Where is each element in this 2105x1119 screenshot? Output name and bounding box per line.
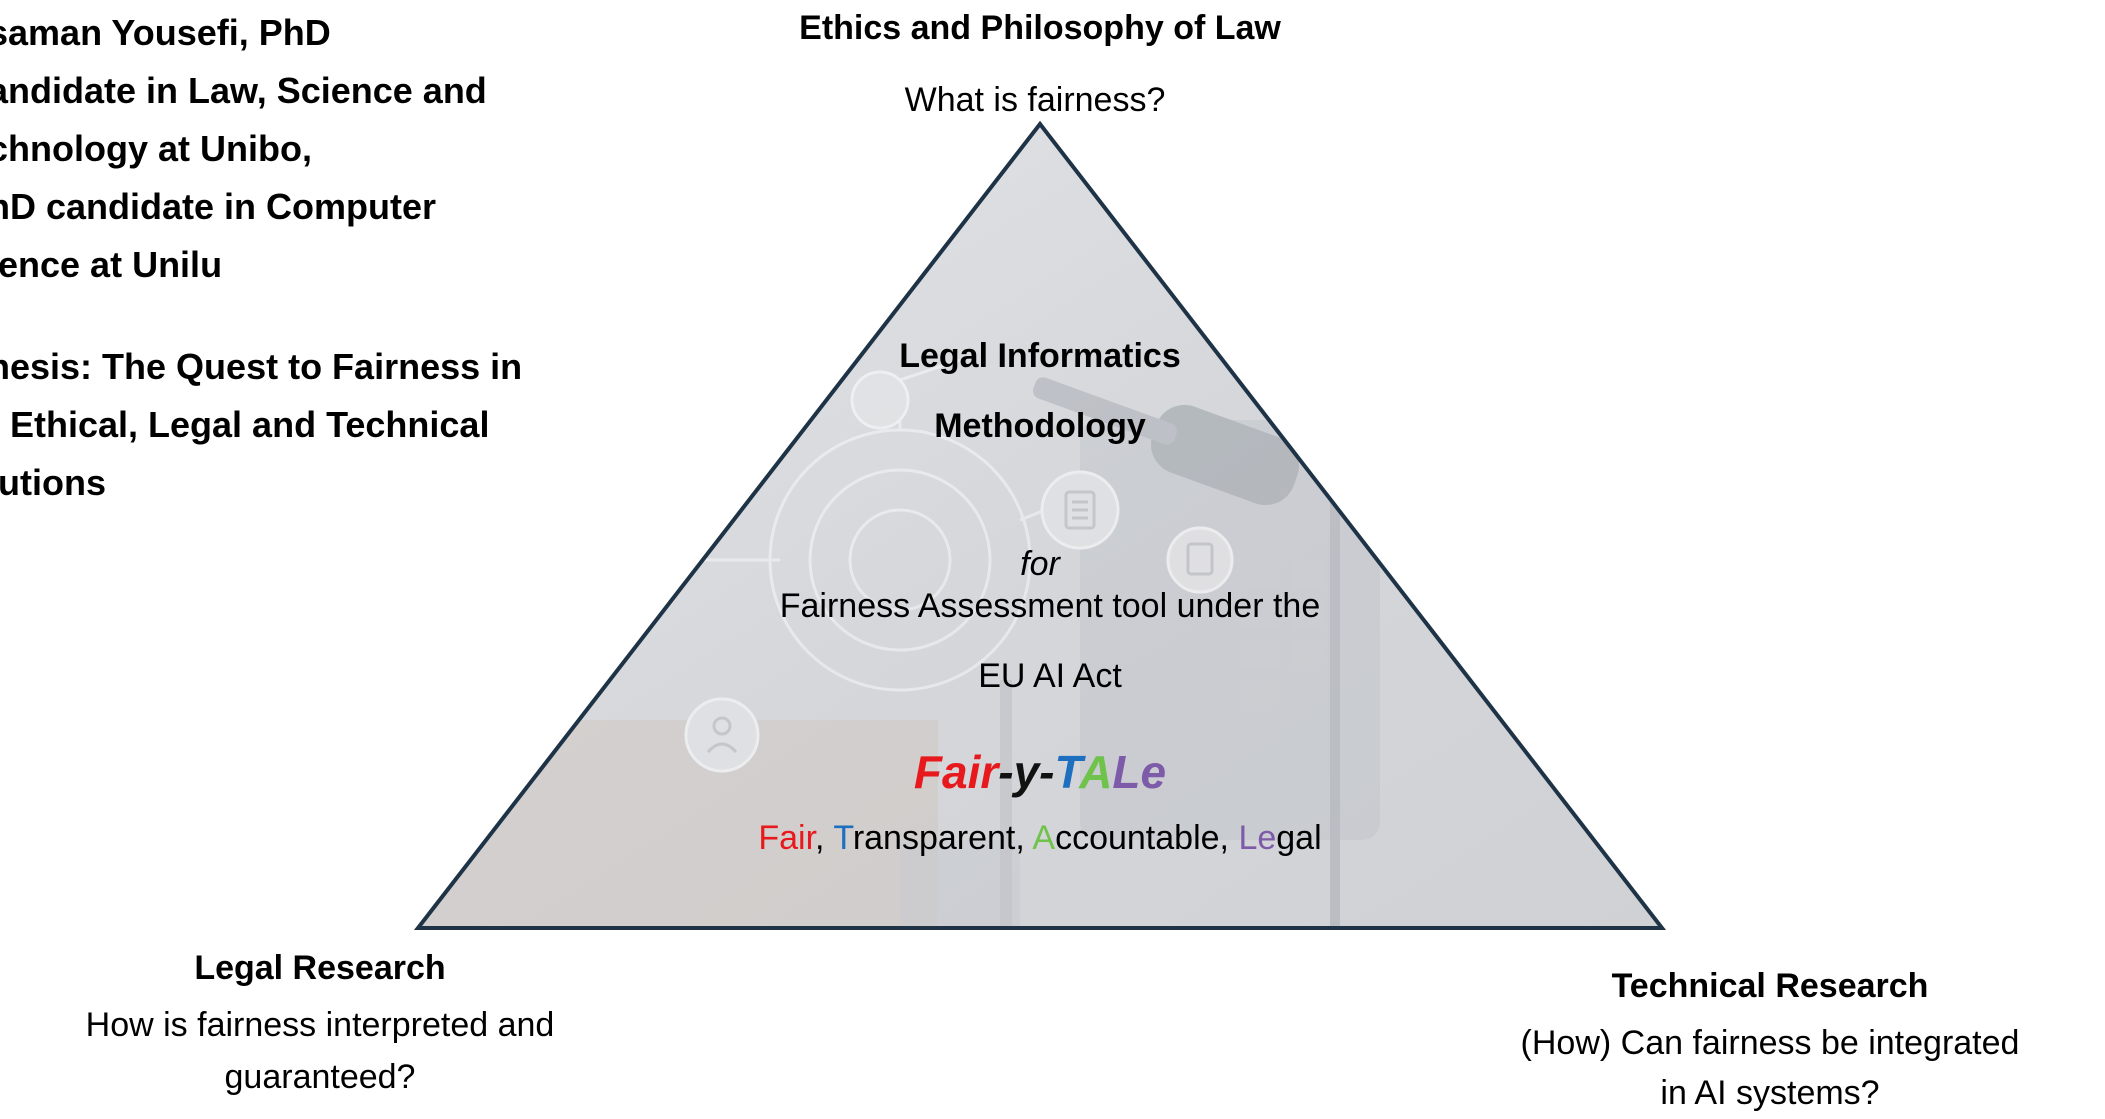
expansion-transparent: ransparent, <box>852 819 1033 857</box>
for-label: for <box>1020 545 1060 583</box>
expansion-a: A <box>1032 819 1056 857</box>
acronym-expansion: Fair, Transparent, Accountable, Legal <box>660 814 1420 862</box>
top-vertex-title: Ethics and Philosophy of Law <box>799 9 1281 47</box>
tool-line2: EU AI Act <box>978 657 1122 695</box>
right-vertex-question-line1: (How) Can fairness be integrated <box>1520 1024 2020 1062</box>
acronym-le: Le <box>1112 746 1167 798</box>
thesis-line: hesis: The Quest to Fairness in <box>0 346 523 387</box>
background-tech-imagery <box>418 358 1380 928</box>
expansion-comma: , <box>815 819 834 857</box>
left-vertex-question-line1: How is fairness interpreted and <box>85 1006 555 1044</box>
right-vertex-title: Technical Research <box>1611 967 1929 1005</box>
expansion-gal: gal <box>1276 819 1322 857</box>
author-line: hD candidate in Computer <box>0 186 437 227</box>
acronym-t: T <box>1054 746 1080 798</box>
author-line: saman Yousefi, PhD <box>0 12 331 53</box>
acronym-y: -y- <box>998 746 1055 798</box>
methodology-line1: Legal Informatics <box>899 337 1181 375</box>
author-block: saman Yousefi, PhD andidate in Law, Scie… <box>0 4 522 512</box>
triangle-outline <box>413 120 1667 930</box>
acronym-a: A <box>1079 746 1113 798</box>
expansion-accountable: ccountable, <box>1055 819 1239 857</box>
top-vertex-question: What is fairness? <box>904 81 1166 119</box>
author-line: ience at Unilu <box>0 244 223 285</box>
acronym-fair: Fair <box>913 746 999 798</box>
right-vertex-question-line2: in AI systems? <box>1660 1074 1880 1112</box>
author-line: andidate in Law, Science and <box>0 70 487 111</box>
thesis-line: : Ethical, Legal and Technical <box>0 404 490 445</box>
expansion-fair: Fair <box>758 819 816 857</box>
left-vertex-question-line2: guaranteed? <box>224 1058 416 1096</box>
expansion-t: T <box>833 819 853 857</box>
fair-y-tale-acronym: Fair-y-TALe <box>790 742 1290 802</box>
author-line: chnology at Unibo, <box>0 128 312 169</box>
left-vertex-title: Legal Research <box>194 949 446 987</box>
tool-line1: Fairness Assessment tool under the <box>779 587 1321 625</box>
methodology-line2: Methodology <box>934 407 1146 445</box>
expansion-le: Le <box>1238 819 1277 857</box>
